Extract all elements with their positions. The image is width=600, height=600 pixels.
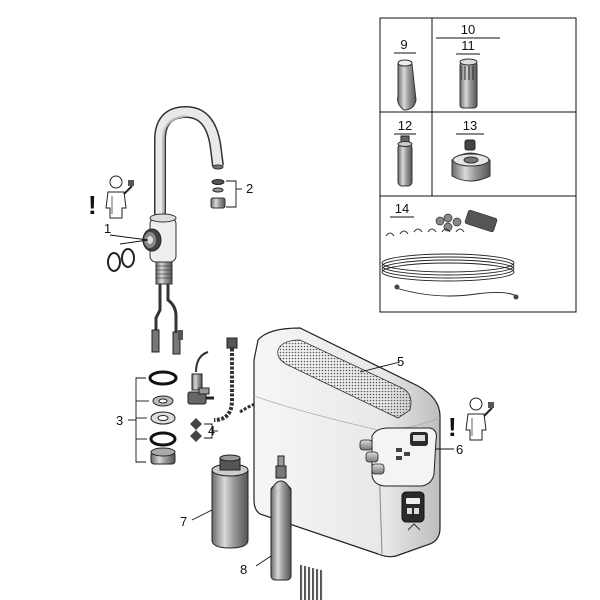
- callout-5: 5: [397, 354, 404, 369]
- installer-figure-icon-right: !: [448, 397, 494, 442]
- part-6-connection-module: 6: [359, 427, 463, 487]
- part-1-o-rings: 1: [104, 221, 149, 272]
- part-9-handle: 9: [394, 37, 417, 111]
- warning-mark-left: !: [88, 190, 97, 220]
- installer-figure-icon: !: [88, 175, 134, 220]
- callout-13: 13: [463, 118, 477, 133]
- chiller-unit-icon: 5: [253, 327, 441, 600]
- part-2-aerator: 2: [210, 179, 253, 209]
- warning-mark-right: !: [448, 412, 457, 442]
- callout-12: 12: [398, 118, 412, 133]
- callout-4: 4: [208, 423, 215, 438]
- callout-9: 9: [400, 37, 407, 52]
- callout-8: 8: [240, 562, 247, 577]
- part-12-sleeve: 12: [394, 118, 416, 187]
- callout-1: 1: [104, 221, 111, 236]
- callout-11: 11: [461, 38, 475, 53]
- callout-6: 6: [456, 442, 463, 457]
- filter-cartridge-icon: 7: [180, 454, 249, 549]
- part-3-mounting-set: 3: [116, 370, 178, 465]
- part-10-11-cartridge: 10 11: [436, 22, 500, 109]
- callout-14: 14: [395, 201, 409, 216]
- callout-7: 7: [180, 514, 187, 529]
- callout-10: 10: [461, 22, 475, 37]
- co2-bottle-icon: 8: [240, 455, 292, 581]
- front-display: [401, 491, 425, 523]
- part-13-head: 13: [451, 118, 491, 182]
- callout-2: 2: [246, 181, 253, 196]
- lever-handle: [142, 228, 162, 252]
- kitchen-faucet-icon: [142, 105, 224, 355]
- part-14-hose-kit: 14: [381, 201, 519, 300]
- callout-3: 3: [116, 413, 123, 428]
- part-4-connectors: 4: [187, 337, 263, 442]
